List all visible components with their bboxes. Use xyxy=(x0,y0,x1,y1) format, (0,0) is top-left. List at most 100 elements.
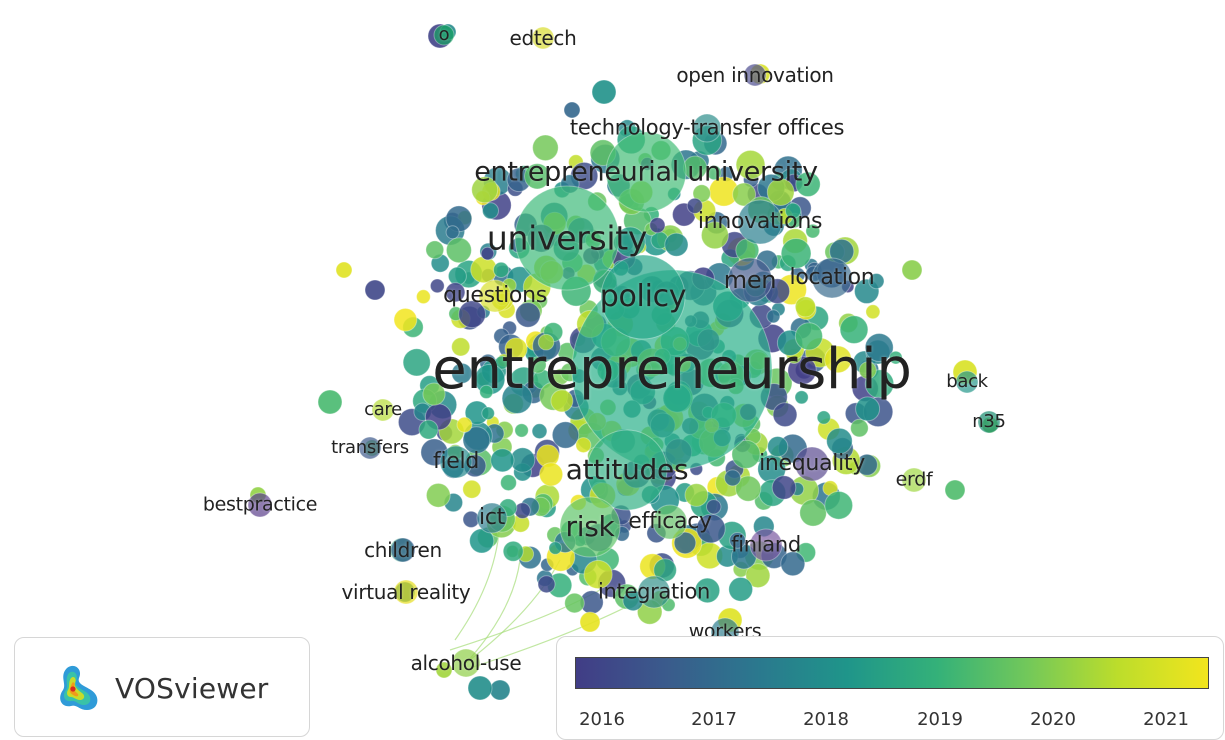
term-label-back[interactable]: back xyxy=(946,371,988,392)
term-bubble-men[interactable] xyxy=(727,257,773,303)
item-bubble[interactable] xyxy=(416,289,431,305)
item-bubble[interactable] xyxy=(537,333,555,351)
item-bubble[interactable] xyxy=(551,421,580,449)
item-bubble[interactable] xyxy=(501,383,533,414)
item-bubble[interactable] xyxy=(724,469,742,487)
item-bubble[interactable] xyxy=(901,259,923,281)
term-bubble-n35[interactable] xyxy=(977,410,1001,434)
item-bubble[interactable] xyxy=(826,427,853,455)
item-bubble[interactable] xyxy=(514,423,529,438)
term-bubble-field[interactable] xyxy=(439,445,473,479)
item-bubble[interactable] xyxy=(393,307,418,332)
item-bubble[interactable] xyxy=(772,402,798,428)
item-bubble[interactable] xyxy=(944,479,966,501)
item-bubble[interactable] xyxy=(470,256,498,284)
item-bubble[interactable] xyxy=(864,333,894,362)
term-label-bestpractice[interactable]: bestpractice xyxy=(202,493,318,516)
term-label-entrepreneurship[interactable]: entrepreneurship xyxy=(432,337,912,402)
item-bubble[interactable] xyxy=(696,513,726,544)
term-label-alcohol-use[interactable]: alcohol-use xyxy=(410,651,522,675)
item-bubble[interactable] xyxy=(481,406,495,421)
item-bubble[interactable] xyxy=(479,384,494,399)
term-bubble-back[interactable] xyxy=(955,370,979,394)
item-bubble[interactable] xyxy=(531,423,548,440)
item-bubble[interactable] xyxy=(700,221,729,250)
item-bubble[interactable] xyxy=(471,176,499,204)
term-bubble-care[interactable] xyxy=(371,398,395,422)
item-bubble[interactable] xyxy=(579,611,601,633)
item-bubble[interactable] xyxy=(490,448,515,473)
item-bubble[interactable] xyxy=(537,575,556,594)
item-bubble[interactable] xyxy=(735,149,766,180)
term-bubble-attitudes[interactable] xyxy=(586,429,668,511)
item-bubble[interactable] xyxy=(456,416,473,433)
term-label-care[interactable]: care xyxy=(364,399,402,420)
item-bubble[interactable] xyxy=(467,675,493,701)
item-bubble[interactable] xyxy=(462,479,482,499)
item-bubble[interactable] xyxy=(451,337,471,357)
item-bubble[interactable] xyxy=(731,439,761,469)
item-bubble[interactable] xyxy=(816,410,831,425)
term-label-questions[interactable]: questions xyxy=(443,283,547,308)
term-label-children[interactable]: children xyxy=(364,538,442,562)
term-label-university[interactable]: university xyxy=(486,218,648,258)
item-bubble[interactable] xyxy=(673,531,697,555)
term-label-policy[interactable]: policy xyxy=(599,279,687,314)
term-label-integration[interactable]: integration xyxy=(597,579,711,604)
item-bubble[interactable] xyxy=(766,309,781,324)
item-bubble[interactable] xyxy=(480,246,495,261)
item-bubble[interactable] xyxy=(462,426,491,455)
term-bubble-efficacy[interactable] xyxy=(652,504,688,540)
term-label-location[interactable]: location xyxy=(789,265,875,290)
term-label-n35[interactable]: n35 xyxy=(972,411,1006,432)
item-bubble[interactable] xyxy=(732,182,757,207)
term-label-inequality[interactable]: inequality xyxy=(759,451,865,476)
term-bubble-o[interactable] xyxy=(433,24,455,46)
term-bubble-erdf[interactable] xyxy=(901,467,927,493)
item-bubble[interactable] xyxy=(805,223,821,239)
item-bubble[interactable] xyxy=(824,490,854,520)
item-bubble[interactable] xyxy=(564,592,585,614)
term-bubble-risk[interactable] xyxy=(559,496,621,558)
term-label-o[interactable]: o xyxy=(438,24,450,45)
term-label-erdf[interactable]: erdf xyxy=(895,468,933,491)
item-bubble[interactable] xyxy=(649,217,666,234)
term-label-attitudes[interactable]: attitudes xyxy=(565,453,689,486)
item-bubble[interactable] xyxy=(335,261,353,279)
item-bubble[interactable] xyxy=(865,304,881,320)
item-bubble[interactable] xyxy=(550,389,574,413)
item-bubble[interactable] xyxy=(684,483,709,507)
item-bubble[interactable] xyxy=(855,396,881,422)
term-label-transfers[interactable]: transfers xyxy=(331,437,409,458)
term-label-finland[interactable]: finland xyxy=(731,532,801,557)
term-bubble-ict[interactable] xyxy=(476,502,508,534)
term-bubble-children[interactable] xyxy=(390,537,416,563)
item-bubble[interactable] xyxy=(795,171,821,198)
item-bubble[interactable] xyxy=(728,576,754,602)
item-bubble[interactable] xyxy=(706,165,722,181)
term-bubble-virtual-reality[interactable] xyxy=(393,579,419,605)
item-bubble[interactable] xyxy=(694,577,721,604)
item-bubble[interactable] xyxy=(482,202,499,220)
item-bubble[interactable] xyxy=(515,302,541,328)
item-bubble[interactable] xyxy=(489,679,511,701)
term-bubble-transfers[interactable] xyxy=(358,436,382,460)
item-bubble[interactable] xyxy=(504,337,528,361)
term-bubble-inequality[interactable] xyxy=(794,446,830,482)
term-bubble-technology-transfer-offices[interactable] xyxy=(692,113,722,143)
item-bubble[interactable] xyxy=(686,197,703,214)
item-bubble[interactable] xyxy=(794,322,824,351)
item-bubble[interactable] xyxy=(824,345,852,374)
item-bubble[interactable] xyxy=(445,282,466,303)
item-bubble[interactable] xyxy=(888,350,903,365)
term-bubble-bestpractice[interactable] xyxy=(247,492,273,518)
term-label-risk[interactable]: risk xyxy=(565,510,615,543)
item-bubble[interactable] xyxy=(591,79,617,105)
item-bubble[interactable] xyxy=(706,499,722,515)
item-bubble[interactable] xyxy=(692,184,711,203)
item-bubble[interactable] xyxy=(850,418,869,438)
item-bubble[interactable] xyxy=(451,362,473,384)
term-bubble-edtech[interactable] xyxy=(531,26,555,50)
item-bubble[interactable] xyxy=(494,355,509,370)
